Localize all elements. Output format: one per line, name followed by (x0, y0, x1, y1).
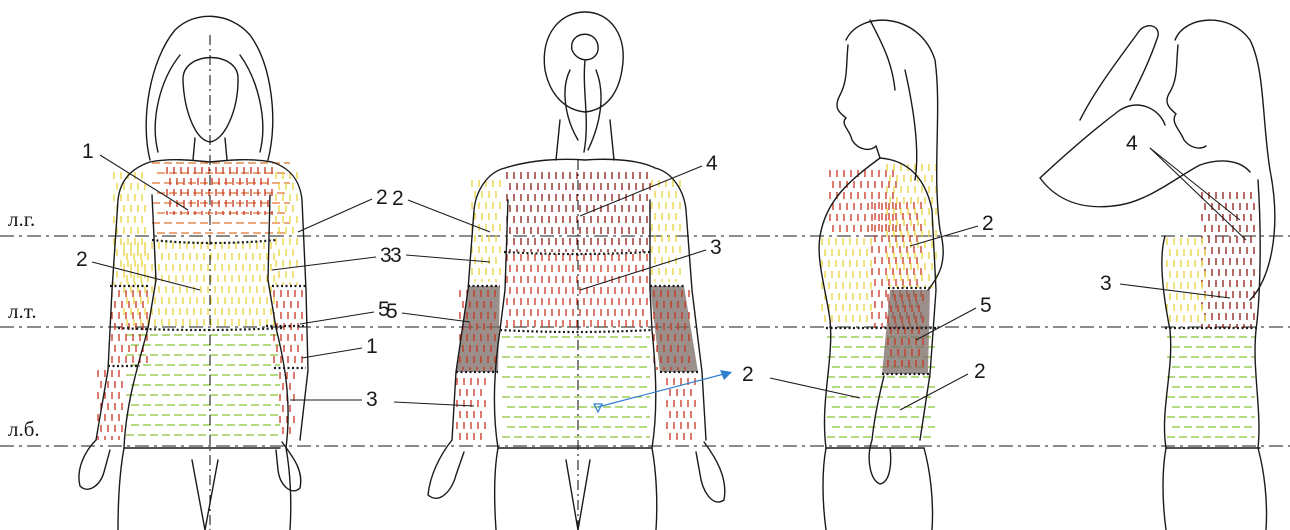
front-right-forearm (280, 372, 294, 434)
front-callout-6: 1 (366, 335, 378, 358)
back-callout-2: 2 (392, 187, 404, 210)
front-left-hand-outline (79, 440, 110, 489)
back-callout-3: 3 (390, 244, 402, 267)
chest-level-label: л.г. (8, 207, 35, 231)
side-hand-outline (869, 376, 891, 484)
side-view-figure (819, 20, 943, 530)
back-callout-1: 4 (706, 152, 718, 175)
back-callout-6: 2 (742, 363, 754, 386)
side-callout-1: 2 (982, 212, 994, 235)
hip-level-label: л.б. (8, 417, 40, 441)
back-callout-5: 5 (386, 300, 398, 323)
front-callout-1: 1 (82, 140, 94, 163)
back-left-forearm (457, 378, 485, 440)
back-right-upper-sleeve (652, 180, 680, 282)
side-sleeve-zone (887, 164, 936, 288)
front-hair-outline (146, 16, 273, 160)
raised-callout-2: 3 (1100, 272, 1112, 295)
front-callout-7: 3 (366, 388, 378, 411)
back-view-figure (428, 12, 725, 530)
back-bun-outline (565, 34, 601, 152)
raised-face-outline (1167, 45, 1206, 148)
side-face-outline (837, 45, 876, 149)
back-lower-zone (502, 337, 650, 437)
side-yoke-zone (830, 170, 896, 232)
raised-chest-zone (1167, 238, 1205, 322)
blue-arrow-tail (594, 404, 602, 412)
back-callout-4: 3 (710, 236, 722, 259)
raised-upper-red (1202, 192, 1254, 328)
back-mid-zone (507, 254, 647, 327)
front-callout-3: 2 (76, 248, 88, 271)
callout-labels: 1 2 2 3 5 1 3 4 2 3 3 5 2 2 5 2 4 3 (76, 132, 1138, 411)
front-left-upper-sleeve (114, 172, 145, 285)
raised-arm-outline (1040, 26, 1250, 207)
blue-arrow-line (598, 374, 724, 407)
back-left-hand-outline (428, 440, 464, 498)
front-lower-zone (126, 335, 280, 435)
back-right-hand-outline (696, 442, 725, 502)
front-yoke-red (167, 167, 272, 215)
raised-lower-zone (1167, 337, 1255, 437)
front-callout-2: 2 (376, 186, 388, 209)
front-torso-outline (96, 160, 308, 440)
raised-arm-view-figure (1040, 20, 1275, 530)
waist-level-label: л.т. (8, 299, 37, 323)
raised-callout-1: 4 (1126, 132, 1138, 155)
side-callout-3: 2 (974, 360, 986, 383)
side-callout-2: 5 (980, 294, 992, 317)
back-head-outline (544, 12, 623, 112)
side-chest-zone (822, 238, 871, 322)
front-view-figure (79, 16, 308, 530)
